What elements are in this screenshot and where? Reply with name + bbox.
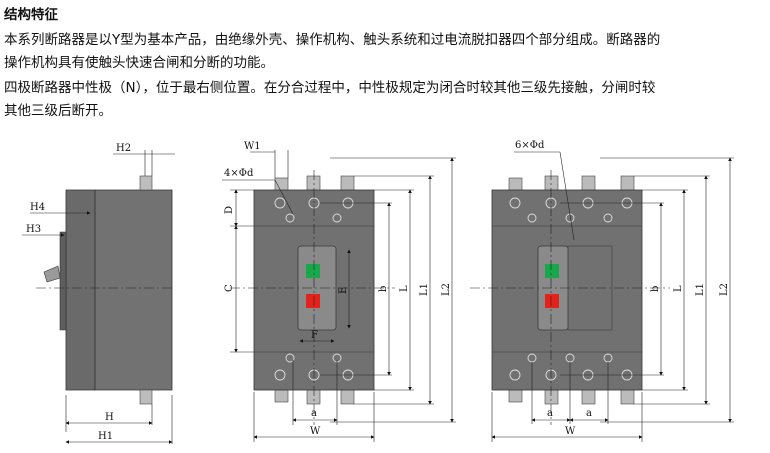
label-e: E [338,287,349,294]
label-four-pole-a2: a [586,408,592,419]
label-four-pole-w: W [565,426,576,437]
label-four-pole-l: L [673,285,684,292]
label-three-pole-holes: 4×Φd [224,168,254,179]
side-body [94,189,173,391]
section-heading: 结构特征 [4,7,58,23]
label-l1: L1 [419,283,430,296]
four-pole-front-view: 6×Φd b L L1 L2 a a W [470,140,734,442]
label-b: b [378,286,389,292]
label-c: C [224,284,235,292]
three-pole-front-view: W1 4×Φd D C E F b L L1 L2 [222,141,456,442]
paragraph-1-line-2: 操作机构具有使触头快速合闸和分断的功能。 [4,55,274,71]
four-pole-on-button [545,264,559,278]
label-three-pole-w: W [310,426,321,437]
description-paragraph-2: 四极断路器中性极（N），位于最右侧位置。在分合过程中，中性极规定为闭合时较其他三… [4,77,655,123]
label-four-pole-a1: a [547,408,553,419]
side-view-drawing: H2 H4 H3 H H1 [22,143,175,444]
label-l2: L2 [441,283,452,296]
label-h1: H1 [98,431,113,442]
label-four-pole-b: b [650,286,661,292]
side-handle [43,265,61,283]
label-four-pole-l1: L1 [695,283,706,296]
label-f: F [311,330,318,341]
description-paragraph-1: 本系列断路器是以Y型为基本产品，由绝缘外壳、操作机构、触头系统和过电流脱扣器四个… [4,29,660,75]
label-h2: H2 [116,143,131,154]
four-pole-off-button [545,294,559,308]
label-four-pole-holes: 6×Φd [515,140,545,151]
label-w1: W1 [244,141,261,152]
label-h3: H3 [26,224,41,235]
paragraph-2-line-2: 其他三级后断开。 [4,103,112,119]
paragraph-1-line-1: 本系列断路器是以Y型为基本产品，由绝缘外壳、操作机构、触头系统和过电流脱扣器四个… [4,32,661,48]
side-base-plate [65,189,96,391]
three-pole-off-button [306,294,320,308]
label-four-pole-l2: L2 [719,283,730,296]
paragraph-2-line-1: 四极断路器中性极（N），位于最右侧位置。在分合过程中，中性极规定为闭合时较其他三… [4,80,656,96]
three-pole-on-button [306,264,320,278]
label-l: L [399,285,410,292]
label-h4: H4 [30,202,45,213]
label-three-pole-a: a [311,408,317,419]
label-h: H [105,412,114,423]
label-d: D [224,206,235,214]
